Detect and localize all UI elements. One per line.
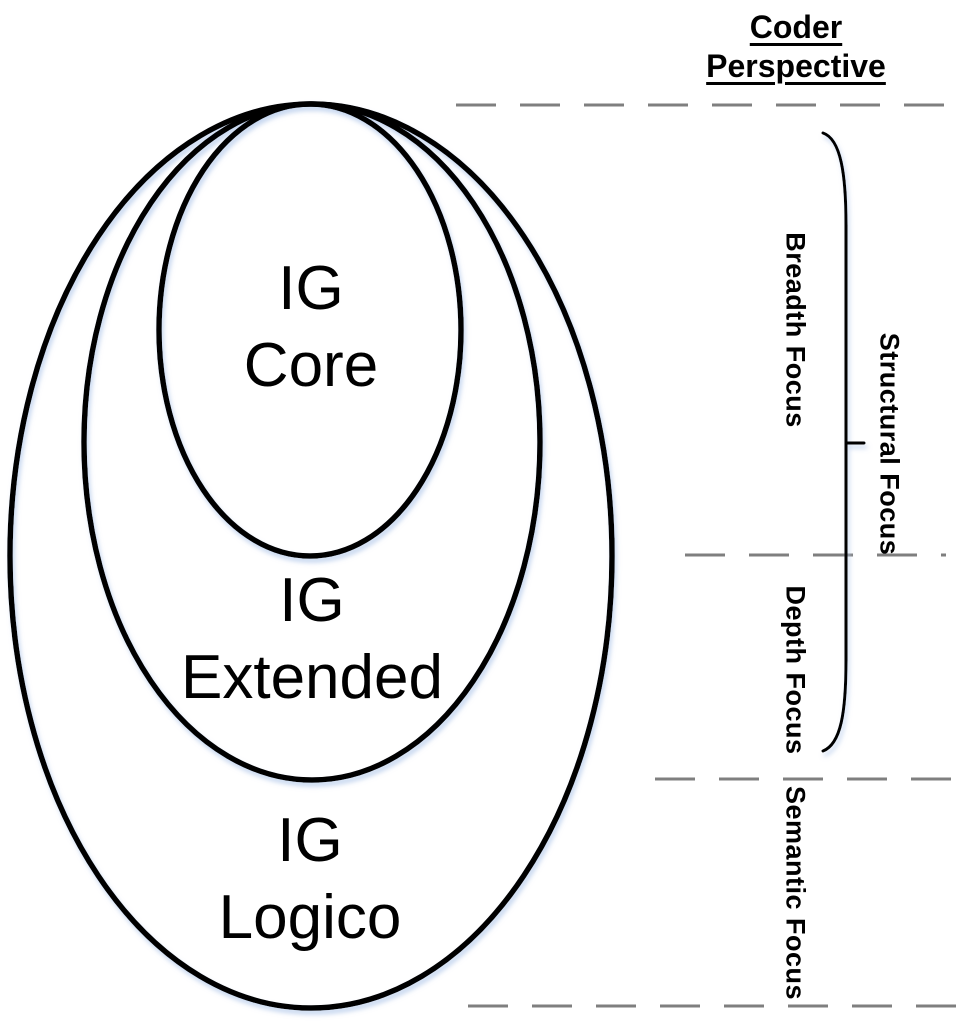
coder-perspective-heading: Coder Perspective xyxy=(706,8,886,86)
breadth-focus-label: Breadth Focus xyxy=(780,232,811,428)
coder-perspective-heading-line1: Coder xyxy=(749,9,843,45)
ig-extended-label-line1: IG xyxy=(279,566,345,635)
ig-core-label: IG Core xyxy=(244,250,378,404)
structural-focus-label: Structural Focus xyxy=(874,332,905,556)
structural-focus-brace xyxy=(821,131,848,753)
semantic-focus-label: Semantic Focus xyxy=(780,785,811,1001)
ig-extended-label: IG Extended xyxy=(181,562,443,716)
ig-logico-label-line2: Logico xyxy=(218,883,402,952)
ig-core-label-line2: Core xyxy=(243,331,379,400)
ig-core-label-line1: IG xyxy=(278,254,344,323)
depth-focus-label: Depth Focus xyxy=(780,585,811,755)
ig-logico-label-line1: IG xyxy=(277,806,343,875)
ig-extended-label-line2: Extended xyxy=(181,643,443,712)
ig-logico-label: IG Logico xyxy=(219,802,402,956)
coder-perspective-heading-line2: Perspective xyxy=(706,48,886,84)
inner-ellipse-ig-core xyxy=(156,101,464,559)
